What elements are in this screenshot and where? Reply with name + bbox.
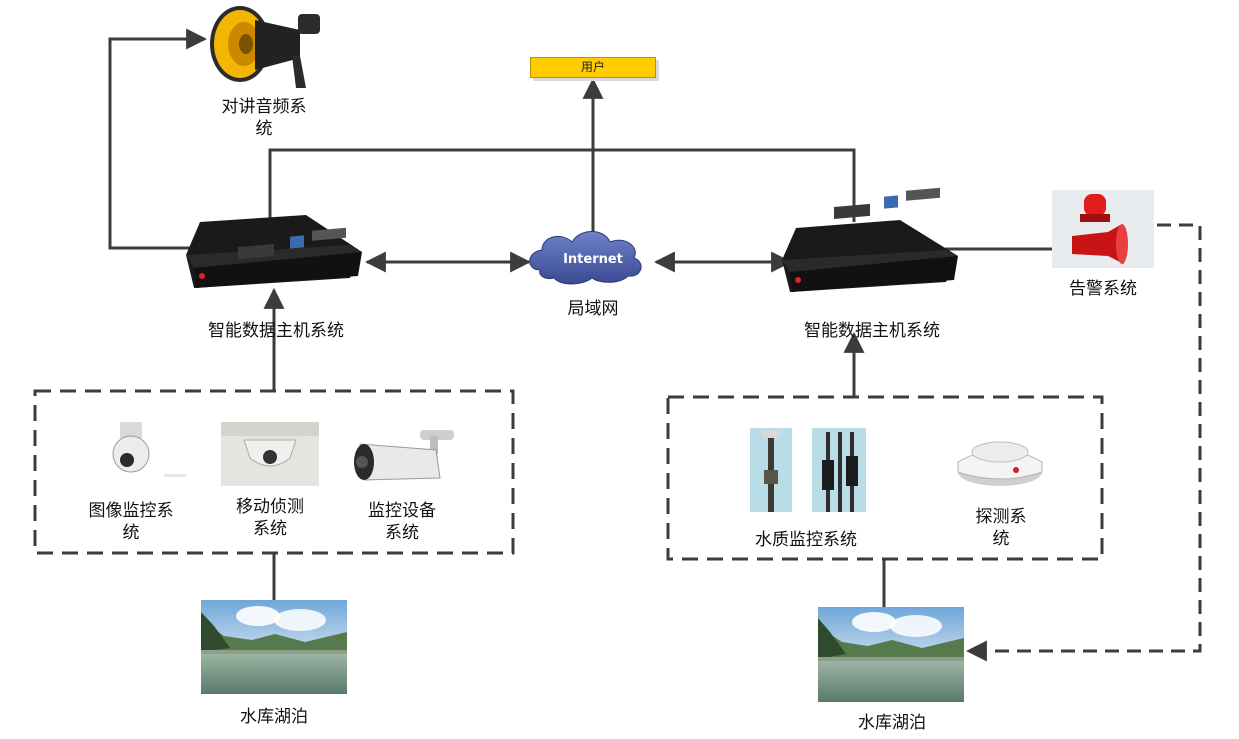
left-sensor-group <box>33 389 515 555</box>
intercom-label-line2: 统 <box>255 119 273 139</box>
image-monitor-label: 图像监控系 统 <box>72 500 190 544</box>
left-host-device-icon <box>186 215 362 288</box>
alarm-label: 告警系统 <box>1069 279 1137 299</box>
left-reservoir-label: 水库湖泊 <box>240 707 308 727</box>
dome-camera-icon <box>112 422 186 477</box>
right-reservoir-photo <box>818 607 964 702</box>
host-top-link <box>268 148 856 222</box>
right-host-device-icon <box>782 187 958 292</box>
monitor-device-label-line2: 系统 <box>385 523 419 543</box>
left-reservoir-photo <box>201 600 347 694</box>
intercom-label: 对讲音频系 统 <box>200 96 328 140</box>
internet-label: Internet <box>563 252 623 267</box>
internet-cloud-icon <box>529 231 642 285</box>
monitor-device-label-line1: 监控设备 <box>368 501 436 521</box>
motion-detect-label-line2: 系统 <box>253 519 287 539</box>
intercom-label-line1: 对讲音频系 <box>221 97 307 117</box>
alarm-reservoir-dashed-link <box>965 223 1202 662</box>
alarm-siren-icon <box>1052 190 1154 268</box>
monitor-device-label: 监控设备 系统 <box>350 500 454 544</box>
motion-detect-label-line1: 移动侦测 <box>236 497 304 517</box>
left-host-label: 智能数据主机系统 <box>208 321 344 341</box>
right-host-label: 智能数据主机系统 <box>804 321 940 341</box>
detect-label: 探测系 统 <box>956 506 1046 550</box>
intercom-link <box>108 28 208 250</box>
right-reservoir-label: 水库湖泊 <box>858 713 926 733</box>
detect-label-line1: 探测系 <box>975 507 1027 527</box>
user-box: 用户 <box>530 57 656 78</box>
water-quality-sensor-icon <box>750 428 866 512</box>
right-sensor-group <box>666 395 1104 561</box>
smoke-detector-icon <box>957 441 1043 486</box>
bullet-camera-icon <box>354 430 454 481</box>
motion-detect-label: 移动侦测 系统 <box>215 496 325 540</box>
detect-label-line2: 统 <box>992 529 1010 549</box>
ceiling-camera-icon <box>221 422 319 486</box>
image-monitor-label-line2: 统 <box>122 523 140 543</box>
lan-label: 局域网 <box>567 299 619 319</box>
image-monitor-label-line1: 图像监控系 <box>88 501 174 521</box>
water-quality-label: 水质监控系统 <box>755 530 857 550</box>
connections <box>108 28 1202 662</box>
megaphone-icon <box>210 6 320 88</box>
user-label: 用户 <box>580 60 605 74</box>
